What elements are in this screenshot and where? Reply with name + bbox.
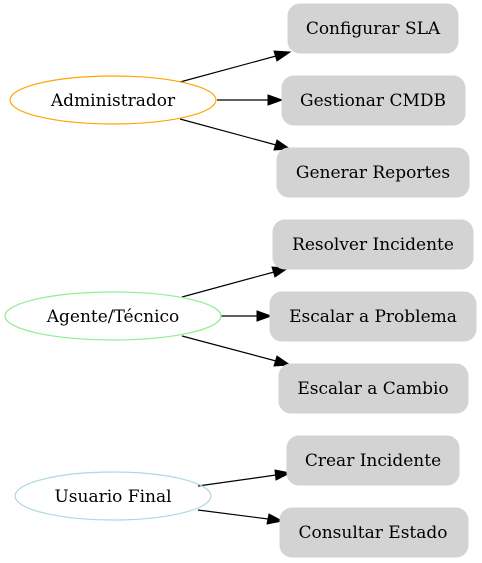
actor-ellipse [9, 75, 217, 125]
edge-agent-resolve [181, 266, 290, 298]
action-box [281, 75, 466, 126]
action-node-escalar-a-problema[interactable]: Escalar a Problema [269, 291, 477, 342]
actor-node-administrador[interactable]: Administrador [9, 75, 217, 125]
action-node-generar-reportes[interactable]: Generar Reportes [276, 147, 470, 198]
edge-admin-cmdb [217, 94, 284, 106]
action-label: Generar Reportes [296, 163, 450, 183]
action-box [279, 507, 469, 558]
actor-ellipse [4, 291, 222, 341]
action-label: Resolver Incidente [292, 235, 454, 255]
actor-label: Agente/Técnico [46, 307, 180, 327]
action-box [286, 435, 460, 486]
action-label: Escalar a Cambio [297, 379, 448, 399]
actor-ellipse [14, 471, 212, 521]
edge-admin-sla [179, 50, 292, 83]
action-label: Consultar Estado [298, 523, 447, 543]
action-node-resolver-incidente[interactable]: Resolver Incidente [272, 219, 474, 270]
edge-user-create-incident [197, 469, 292, 487]
action-node-configurar-sla[interactable]: Configurar SLA [287, 3, 459, 54]
action-box [287, 3, 459, 54]
action-node-gestionar-cmdb[interactable]: Gestionar CMDB [281, 75, 466, 126]
action-node-consultar-estado[interactable]: Consultar Estado [279, 507, 469, 558]
action-box [276, 147, 470, 198]
edge-agent-escalate-problem [221, 310, 273, 322]
edges [179, 50, 292, 525]
actor-label: Administrador [50, 91, 176, 111]
action-label: Gestionar CMDB [300, 91, 446, 111]
action-label: Configurar SLA [306, 19, 441, 39]
edge-admin-reports [179, 118, 292, 151]
action-node-escalar-a-cambio[interactable]: Escalar a Cambio [278, 363, 469, 414]
action-label: Escalar a Problema [289, 307, 457, 327]
actor-label: Usuario Final [54, 487, 171, 507]
action-box [269, 291, 477, 342]
action-box [272, 219, 474, 270]
actors: Administrador Agente/Técnico Usuario Fin… [4, 75, 222, 521]
action-label: Crear Incidente [305, 451, 441, 471]
edge-user-check-status [197, 509, 284, 525]
actor-node-agente-tecnico[interactable]: Agente/Técnico [4, 291, 222, 341]
actions: Configurar SLA Gestionar CMDB Generar Re… [269, 3, 477, 558]
action-box [278, 363, 469, 414]
actor-node-usuario-final[interactable]: Usuario Final [14, 471, 212, 521]
edge-agent-escalate-change [181, 335, 292, 367]
action-node-crear-incidente[interactable]: Crear Incidente [286, 435, 460, 486]
